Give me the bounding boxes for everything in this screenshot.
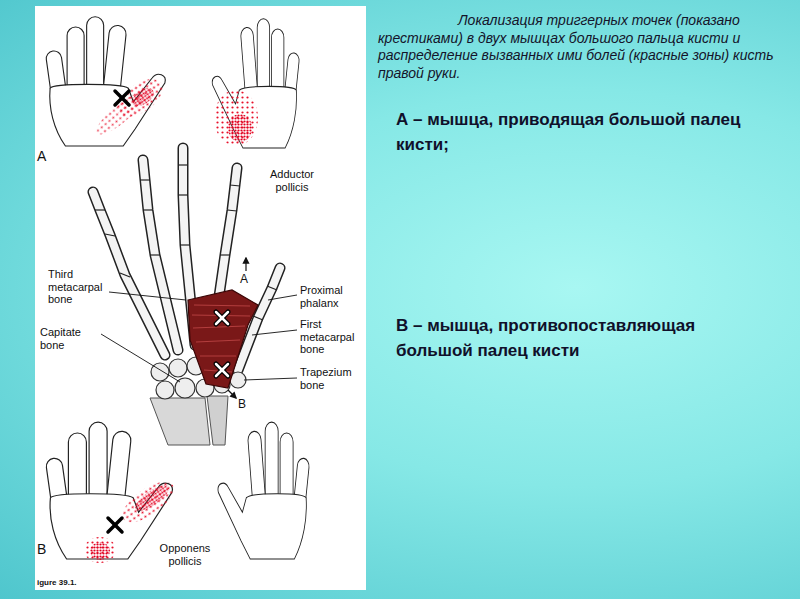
bone-fill (93, 192, 165, 355)
joint-line (253, 316, 263, 320)
muscle-description: А – мышца, приводящая большой палец кист… (396, 108, 766, 157)
joint-line (227, 210, 237, 211)
bone-fill (93, 148, 280, 370)
muscle-description: В – мышца, противопоставляющая большой п… (396, 314, 766, 363)
slide-title: Локализация триггерных точек (показано к… (378, 12, 788, 82)
trigger-point (216, 312, 228, 324)
pain-zone (228, 114, 252, 142)
pain-zone (129, 84, 157, 109)
pain-zone (111, 72, 170, 125)
joint-line (95, 165, 277, 320)
trigger-point (216, 364, 228, 376)
muscle-name: Opponens pollicis (152, 542, 218, 567)
trigger-point (216, 364, 228, 376)
joint-line (95, 209, 105, 210)
bone-name: Proximal phalanx (300, 284, 362, 309)
trigger-point (115, 91, 129, 105)
hand-dorsum (218, 422, 310, 559)
leader-line (101, 334, 180, 382)
trigger-point (216, 312, 228, 376)
joint-line (105, 234, 115, 236)
bone-name: Capitate bone (40, 326, 100, 351)
trigger-point (115, 91, 129, 105)
leader-line (101, 292, 297, 382)
hand-dorsum (212, 19, 300, 148)
trigger-point (216, 312, 228, 324)
joint-line (230, 185, 240, 186)
pain-zone (84, 537, 116, 563)
bone-outline (93, 148, 280, 370)
leader-line (244, 378, 297, 380)
trigger-point (216, 364, 228, 376)
direction-arrow (245, 258, 246, 271)
muscle-name: Adductor pollicis (256, 168, 328, 193)
pain-zone (116, 474, 180, 530)
joint-line (150, 254, 160, 255)
trigger-point (216, 364, 228, 376)
panel-letter: B (37, 541, 53, 557)
radius-bone (150, 398, 210, 445)
hand-palm (45, 422, 172, 559)
adductor-pain-map (45, 17, 300, 148)
leader-line (268, 295, 297, 300)
figure-panel (35, 6, 366, 590)
muscle-fibres (196, 340, 240, 342)
joint-line (120, 273, 130, 277)
pain-zone (214, 90, 258, 146)
trigger-point (216, 312, 228, 376)
bone-fill (143, 160, 178, 350)
trigger-point (108, 518, 122, 532)
joint-line (180, 244, 190, 245)
carpal-bones (156, 381, 174, 399)
panel-letter: A (37, 148, 53, 164)
joint-line (220, 254, 230, 255)
direction-arrow (228, 390, 236, 398)
trigger-point (108, 518, 122, 532)
opponens-pain-map (45, 422, 309, 563)
pain-zone (90, 542, 110, 560)
leader-line (252, 330, 297, 335)
leader-line (109, 292, 186, 300)
carpal-bones (169, 359, 187, 377)
bone-name: Trapezium bone (300, 366, 362, 391)
muscle-fibres (192, 305, 250, 372)
joint-line (140, 179, 150, 180)
joint-line (178, 194, 188, 195)
trigger-point (108, 518, 122, 532)
muscle-fibres (193, 326, 245, 328)
muscle-fibres (194, 305, 250, 306)
bone-name: Third metacarpal bone (48, 268, 110, 306)
arrow-letter: B (238, 398, 252, 412)
trigger-point (216, 312, 228, 324)
trigger-point (216, 312, 228, 324)
muscle-fibres (200, 356, 236, 357)
trigger-point (216, 312, 228, 376)
hand-skeleton (93, 148, 297, 445)
arrow-letter: A (240, 273, 254, 287)
joint-line (267, 286, 277, 290)
trigger-point (115, 91, 129, 105)
joint-line (178, 164, 188, 165)
ulna-bone (207, 396, 228, 445)
joint-line (143, 209, 153, 210)
pain-zone (132, 481, 173, 515)
thumb-muscles (188, 290, 258, 388)
bone-name: First metacarpal bone (300, 318, 362, 356)
figure-number: igure 39.1. (37, 578, 117, 587)
